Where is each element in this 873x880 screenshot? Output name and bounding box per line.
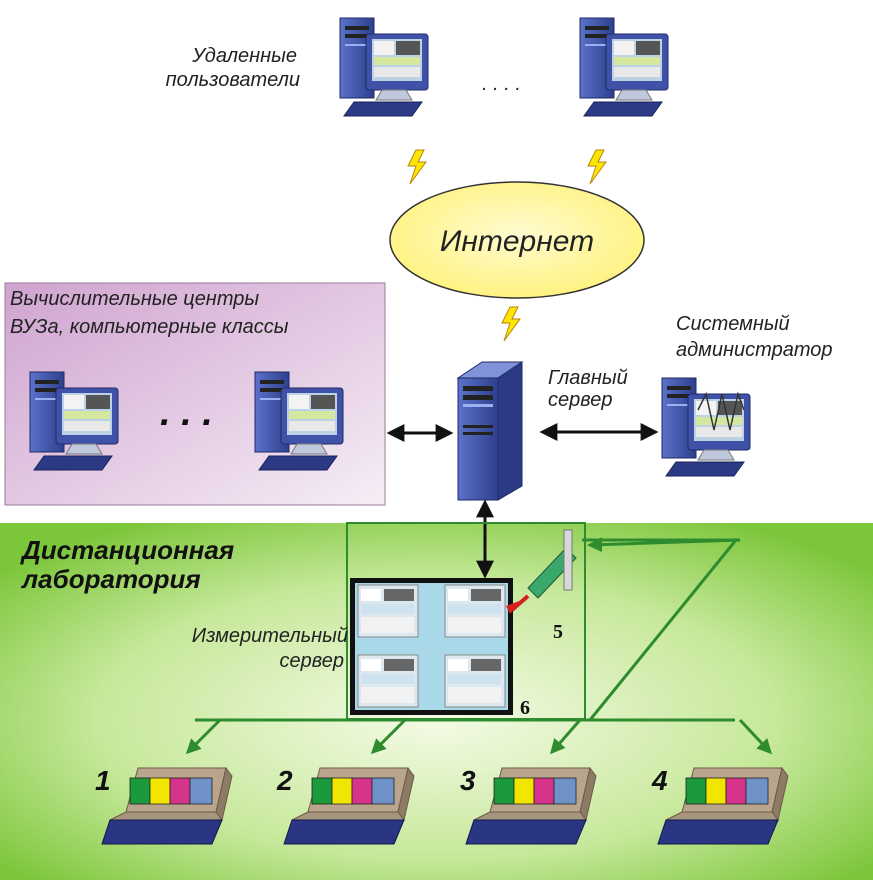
stand-number-1: 1 bbox=[95, 765, 111, 796]
label-6: 6 bbox=[520, 697, 530, 719]
label-5: 5 bbox=[553, 621, 563, 643]
stand-number-4: 4 bbox=[651, 765, 668, 796]
ellipsis-remote: . . . . bbox=[482, 73, 521, 95]
signal-arrow-stand-2 bbox=[370, 718, 407, 755]
stand-number-3: 3 bbox=[460, 765, 476, 796]
lab-title-2: лаборатория bbox=[20, 564, 201, 594]
main-server-label-2: сервер bbox=[548, 389, 613, 411]
meas-server-label-2: сервер bbox=[280, 650, 345, 672]
measuring-server-block bbox=[350, 578, 513, 715]
computing-centers-label-1: Вычислительные центры bbox=[10, 288, 259, 310]
main-server-label-1: Главный bbox=[548, 367, 628, 389]
lightning-bolt-icon bbox=[501, 306, 521, 342]
computing-centers-label-2: ВУЗа, компьютерные классы bbox=[10, 316, 289, 338]
sysadmin-computer bbox=[661, 377, 751, 477]
remote-user-computer-2 bbox=[579, 17, 669, 117]
meas-server-label-1: Измерительный bbox=[192, 625, 348, 647]
main-server-icon bbox=[456, 361, 524, 501]
daq-card-icon bbox=[506, 529, 577, 614]
lab-title-1: Дистанционная bbox=[20, 535, 234, 565]
signal-lines bbox=[195, 538, 740, 722]
sysadmin-label-1: Системный bbox=[676, 313, 790, 335]
ellipsis-computing: . . . bbox=[160, 392, 213, 434]
lightning-bolt-icon bbox=[407, 149, 427, 185]
internet-cloud bbox=[389, 181, 645, 299]
stand-number-2: 2 bbox=[276, 765, 293, 796]
signal-arrow-stand-4 bbox=[738, 718, 773, 755]
signal-arrow-stand-3 bbox=[550, 719, 582, 755]
signal-arrow-card bbox=[587, 537, 741, 553]
remote-user-computer-1 bbox=[339, 17, 429, 117]
sysadmin-label-2: администратор bbox=[676, 339, 833, 361]
remote-users-label-2: пользователи bbox=[166, 69, 300, 91]
lightning-bolt-icon bbox=[587, 149, 607, 185]
remote-users-label-1: Удаленные bbox=[191, 45, 297, 67]
signal-arrow-stand-1 bbox=[185, 718, 222, 755]
internet-label: Интернет bbox=[440, 225, 594, 258]
